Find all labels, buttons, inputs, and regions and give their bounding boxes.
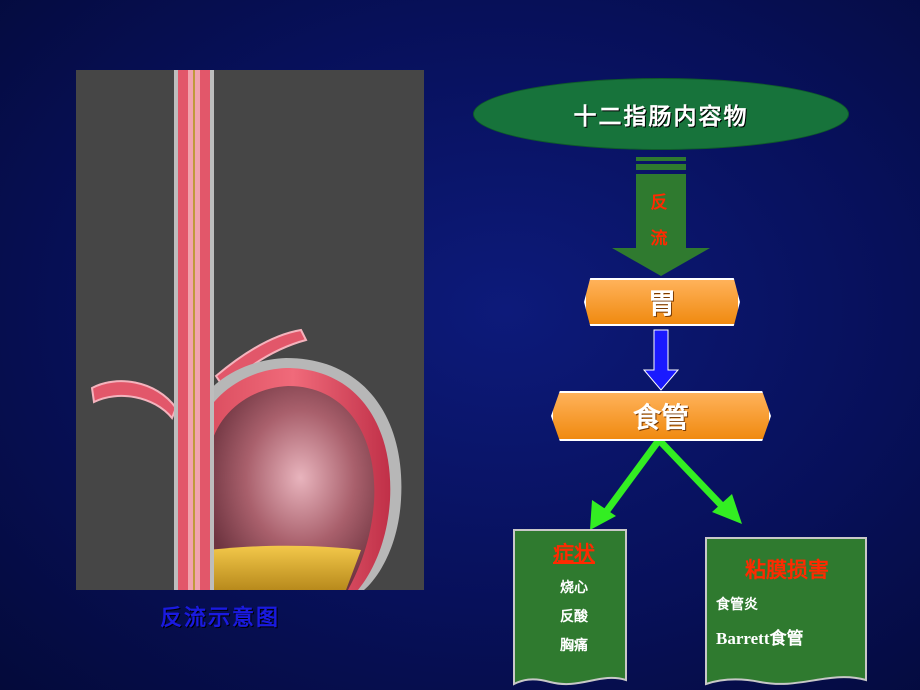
reflux-label: 反 流 <box>644 185 674 257</box>
illustration-caption: 反流示意图 <box>160 606 281 631</box>
gastric-fluid <box>196 545 361 590</box>
symptom-item: 烧心 <box>560 580 588 596</box>
stomach-label: 胃 <box>647 287 676 320</box>
damage-item: Barrett食管 <box>716 629 804 648</box>
reflux-illustration <box>76 70 424 590</box>
arrow-to-damage-head <box>712 494 742 524</box>
duodenal-contents-node: 十二指肠内容物 <box>473 78 849 150</box>
reflux-label-char-1: 反 <box>650 193 668 213</box>
symptom-item: 反酸 <box>560 609 588 625</box>
esophagus-node: 食管 <box>551 391 771 441</box>
reflux-label-char-2: 流 <box>650 229 668 249</box>
stomach-lumen <box>210 386 375 590</box>
mucosal-damage-title: 粘膜损害 <box>745 558 829 582</box>
duodenal-contents-label: 十二指肠内容物 <box>573 104 749 130</box>
arrow-to-symptoms-head <box>590 500 616 530</box>
esophagus-label: 食管 <box>632 401 689 434</box>
mucosal-damage-card: 粘膜损害 食管炎 Barrett食管 <box>708 538 866 686</box>
damage-item: 食管炎 <box>716 597 758 613</box>
reflux-bar-1 <box>636 157 686 161</box>
reflux-bar-2 <box>636 164 686 170</box>
symptoms-card: 症状 烧心 反酸 胸痛 <box>520 530 628 682</box>
arrow-to-damage-line <box>656 437 725 509</box>
arrow-to-symptoms-line <box>603 437 662 515</box>
stomach-to-esophagus-arrow <box>642 329 680 391</box>
stomach-node: 胃 <box>584 278 740 326</box>
symptom-item: 胸痛 <box>560 638 588 654</box>
symptoms-title: 症状 <box>553 542 595 566</box>
